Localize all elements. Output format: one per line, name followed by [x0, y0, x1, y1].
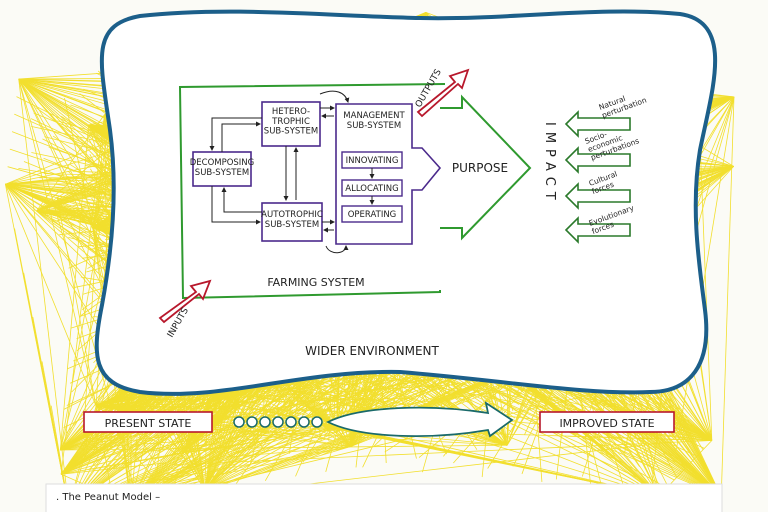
- wider-environment-label: WIDER ENVIRONMENT: [305, 344, 439, 358]
- decomposing-subsystem-box: [192, 151, 252, 187]
- improved-state-label: IMPROVED STATE: [559, 417, 654, 430]
- caption-text: . The Peanut Model –: [56, 492, 160, 503]
- caption-panel: [45, 483, 723, 512]
- outputs-arrow: [416, 68, 470, 118]
- operating-box: [341, 205, 403, 223]
- allocating-label: ALLOCATING: [345, 184, 398, 194]
- farming-system-label: FARMING SYSTEM: [267, 276, 364, 289]
- progress-arrow: [325, 401, 514, 438]
- progress-circles: [233, 416, 323, 428]
- present-state-label: PRESENT STATE: [105, 417, 192, 430]
- purpose-arrow: [440, 94, 532, 241]
- farming-system-boundary: [178, 83, 446, 300]
- force-arrows: [564, 110, 631, 244]
- subsystem-connectors: [209, 90, 375, 254]
- operating-label: OPERATING: [348, 210, 397, 220]
- heterotrophic-subsystem-box: [261, 101, 321, 147]
- purpose-label: PURPOSE: [452, 161, 508, 175]
- innovating-label: INNOVATING: [346, 156, 399, 166]
- inputs-arrow: [158, 279, 212, 324]
- present-state-box: [83, 411, 213, 433]
- impact-label: IMPACT: [542, 122, 557, 206]
- autotrophic-subsystem-box: [261, 202, 323, 242]
- improved-state-box: [539, 411, 675, 433]
- force-socioeconomic-label: Socio-economicperturbations: [584, 120, 641, 162]
